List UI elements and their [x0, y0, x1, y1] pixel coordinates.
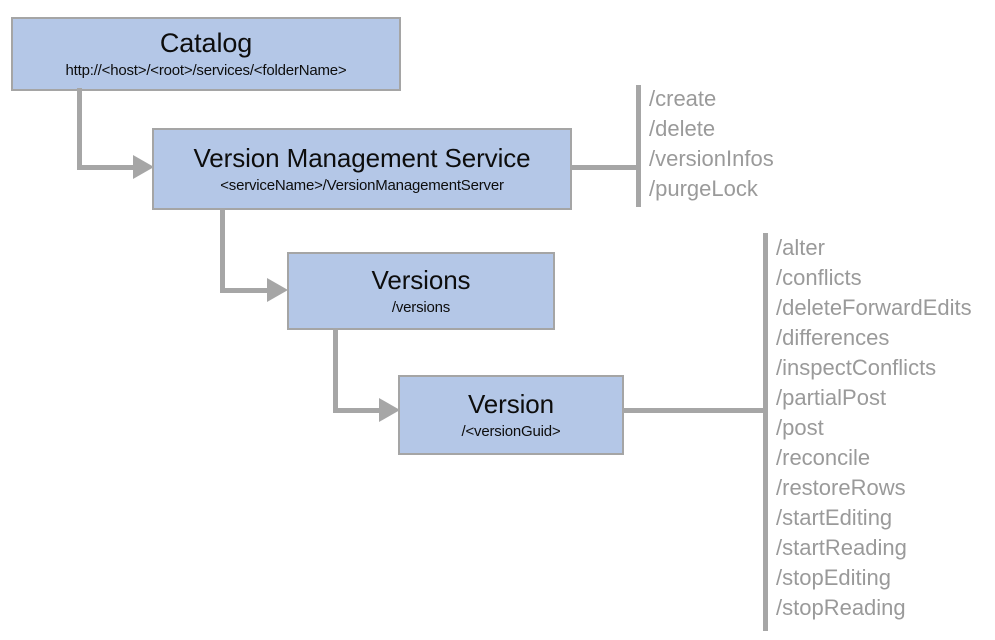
operation-item[interactable]: /inspectConflicts: [776, 355, 937, 380]
operation-item[interactable]: /alter: [776, 235, 825, 260]
node-version-management-service-path: <serviceName>/VersionManagementServer: [220, 176, 504, 194]
operation-list-service: /create /delete /versionInfos /purgeLock: [649, 84, 774, 204]
node-version-management-service[interactable]: Version Management Service <serviceName>…: [152, 128, 572, 210]
operation-item[interactable]: /deleteForwardEdits: [776, 295, 972, 320]
node-catalog-title: Catalog: [159, 28, 253, 59]
operation-item[interactable]: /reconcile: [776, 445, 871, 470]
connector-versions-to-version-horizontal: [333, 408, 381, 413]
arrow-icon-versions-to-version: [379, 398, 400, 422]
connector-service-to-versions-horizontal: [220, 288, 270, 293]
arrow-icon-catalog-to-service: [133, 155, 154, 179]
operation-item[interactable]: /startEditing: [776, 505, 893, 530]
operation-item[interactable]: /restoreRows: [776, 475, 906, 500]
node-version-management-service-title: Version Management Service: [193, 142, 531, 173]
operation-item[interactable]: /post: [776, 415, 824, 440]
node-catalog-path: http://<host>/<root>/services/<folderNam…: [65, 62, 347, 80]
connector-service-to-versions-vertical: [220, 208, 225, 293]
connector-catalog-to-service-vertical: [77, 88, 82, 170]
node-version-title: Version: [467, 388, 555, 419]
operation-item[interactable]: /create: [649, 86, 717, 111]
operations-bracket-service: [636, 85, 641, 207]
operation-item[interactable]: /stopEditing: [776, 565, 891, 590]
operation-item[interactable]: /differences: [776, 325, 890, 350]
operation-item[interactable]: /stopReading: [776, 595, 906, 620]
operation-item[interactable]: /purgeLock: [649, 176, 758, 201]
node-version[interactable]: Version /<versionGuid>: [398, 375, 624, 455]
connector-service-to-operations: [570, 165, 640, 170]
operation-item[interactable]: /conflicts: [776, 265, 862, 290]
operation-item[interactable]: /startReading: [776, 535, 907, 560]
connector-catalog-to-service-horizontal: [77, 165, 135, 170]
node-version-path: /<versionGuid>: [461, 422, 561, 440]
operations-bracket-version: [763, 233, 768, 631]
connector-versions-to-version-vertical: [333, 328, 338, 413]
node-catalog[interactable]: Catalog http://<host>/<root>/services/<f…: [11, 17, 401, 91]
operation-item[interactable]: /versionInfos: [649, 146, 774, 171]
arrow-icon-service-to-versions: [267, 278, 288, 302]
operation-item[interactable]: /partialPost: [776, 385, 887, 410]
node-versions-title: Versions: [371, 264, 471, 295]
node-versions-path: /versions: [391, 298, 451, 316]
node-versions[interactable]: Versions /versions: [287, 252, 555, 330]
operation-list-version: /alter /conflicts /deleteForwardEdits /d…: [776, 233, 972, 623]
connector-version-to-operations: [622, 408, 767, 413]
operation-item[interactable]: /delete: [649, 116, 716, 141]
